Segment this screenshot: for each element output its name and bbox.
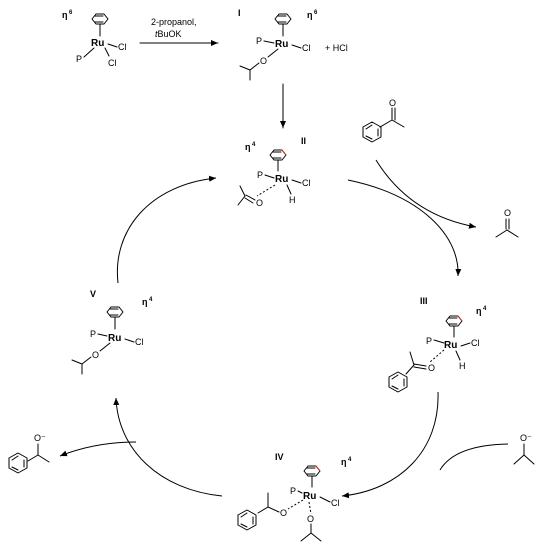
hapticity-eta: η	[341, 457, 347, 467]
cycle-arrow-IV-to-V	[113, 397, 223, 497]
phosphine-p: P	[256, 36, 262, 46]
carbonyl-oxygen: O	[256, 198, 263, 208]
hapticity-number: 6	[314, 10, 318, 16]
hydride-h: H	[459, 361, 466, 371]
phosphine-p: P	[90, 329, 96, 339]
intermediate-V: V η 4 Ru Cl P O	[71, 289, 153, 375]
hapticity-number: 4	[149, 297, 153, 303]
acetophenone: O	[362, 98, 405, 143]
acetone: O	[495, 208, 519, 238]
cl-atom: Cl	[302, 178, 311, 188]
phenylethoxide-product: O⁻	[8, 433, 50, 474]
reaction-condition-base: tBuOK	[155, 29, 182, 39]
alkoxide-oxygen: O⁻	[520, 433, 532, 443]
isopropoxide-in-arrow	[439, 443, 509, 471]
ru-atom: Ru	[108, 333, 121, 344]
ru-atom: Ru	[275, 39, 288, 50]
label-III: III	[420, 296, 428, 306]
carbonyl-oxygen: O	[389, 98, 396, 108]
intermediate-I: I η 6 Ru Cl P O + HCl	[238, 8, 348, 81]
substrate-exchange-arrow	[375, 159, 477, 229]
phosphine-p: P	[426, 336, 432, 346]
hapticity-number: 4	[348, 457, 352, 463]
cycle-arrow-II-to-III	[347, 179, 462, 277]
cycle-arrow-III-to-IV	[341, 391, 439, 499]
phosphine-p: P	[76, 54, 82, 64]
hapticity-eta: η	[307, 10, 313, 20]
label-I: I	[238, 8, 241, 18]
cycle-arrow-V-to-II	[116, 175, 217, 284]
phosphine-p: P	[257, 170, 263, 180]
arene-ligand	[91, 13, 109, 37]
oxygen-atom: O	[92, 350, 99, 360]
precatalyst-complex: η 6 Ru Cl Cl P	[62, 10, 127, 68]
ru-atom: Ru	[303, 491, 316, 502]
hapticity-eta: η	[476, 306, 482, 316]
cl-atom: Cl	[302, 43, 311, 53]
intermediate-IV: IV η 4 Ru Cl P O O	[237, 452, 352, 542]
label-IV: IV	[275, 452, 284, 462]
hapticity-number: 4	[252, 142, 256, 148]
hapticity-eta: η	[142, 297, 148, 307]
reaction-condition-solvent: 2-propanol,	[151, 17, 197, 27]
carbonyl-oxygen: O	[428, 363, 435, 373]
intermediate-III: III η 4 Ru Cl P H O	[388, 296, 487, 393]
phosphine-p: P	[290, 486, 296, 496]
hapticity-eta: η	[245, 142, 251, 152]
ru-atom: Ru	[91, 38, 104, 49]
hapticity-number: 6	[69, 10, 73, 16]
hydride-h: H	[289, 195, 296, 205]
cl-atom: Cl	[471, 338, 480, 348]
alkoxide-oxygen: O⁻	[34, 433, 46, 443]
hapticity-number: 4	[483, 306, 487, 312]
ru-atom: Ru	[275, 174, 288, 185]
cl-atom: Cl	[118, 42, 127, 52]
intermediate-II: II η 4 Ru Cl P H O	[237, 136, 311, 208]
carbonyl-oxygen: O	[504, 208, 511, 218]
label-II: II	[301, 136, 306, 146]
hapticity-eta: η	[62, 10, 68, 20]
isopropoxide-anion: O⁻	[513, 433, 535, 465]
label-V: V	[90, 289, 96, 299]
alkoxide-oxygen: O	[307, 514, 314, 524]
alkoxide-oxygen: O	[280, 508, 287, 518]
byproduct-hcl: + HCl	[325, 43, 348, 53]
cl-atom: Cl	[331, 498, 340, 508]
oxygen-atom: O	[260, 56, 267, 66]
ru-atom: Ru	[444, 340, 457, 351]
product-out-arrow	[59, 441, 137, 457]
cl-atom: Cl	[135, 337, 144, 347]
cl-atom: Cl	[108, 58, 117, 68]
